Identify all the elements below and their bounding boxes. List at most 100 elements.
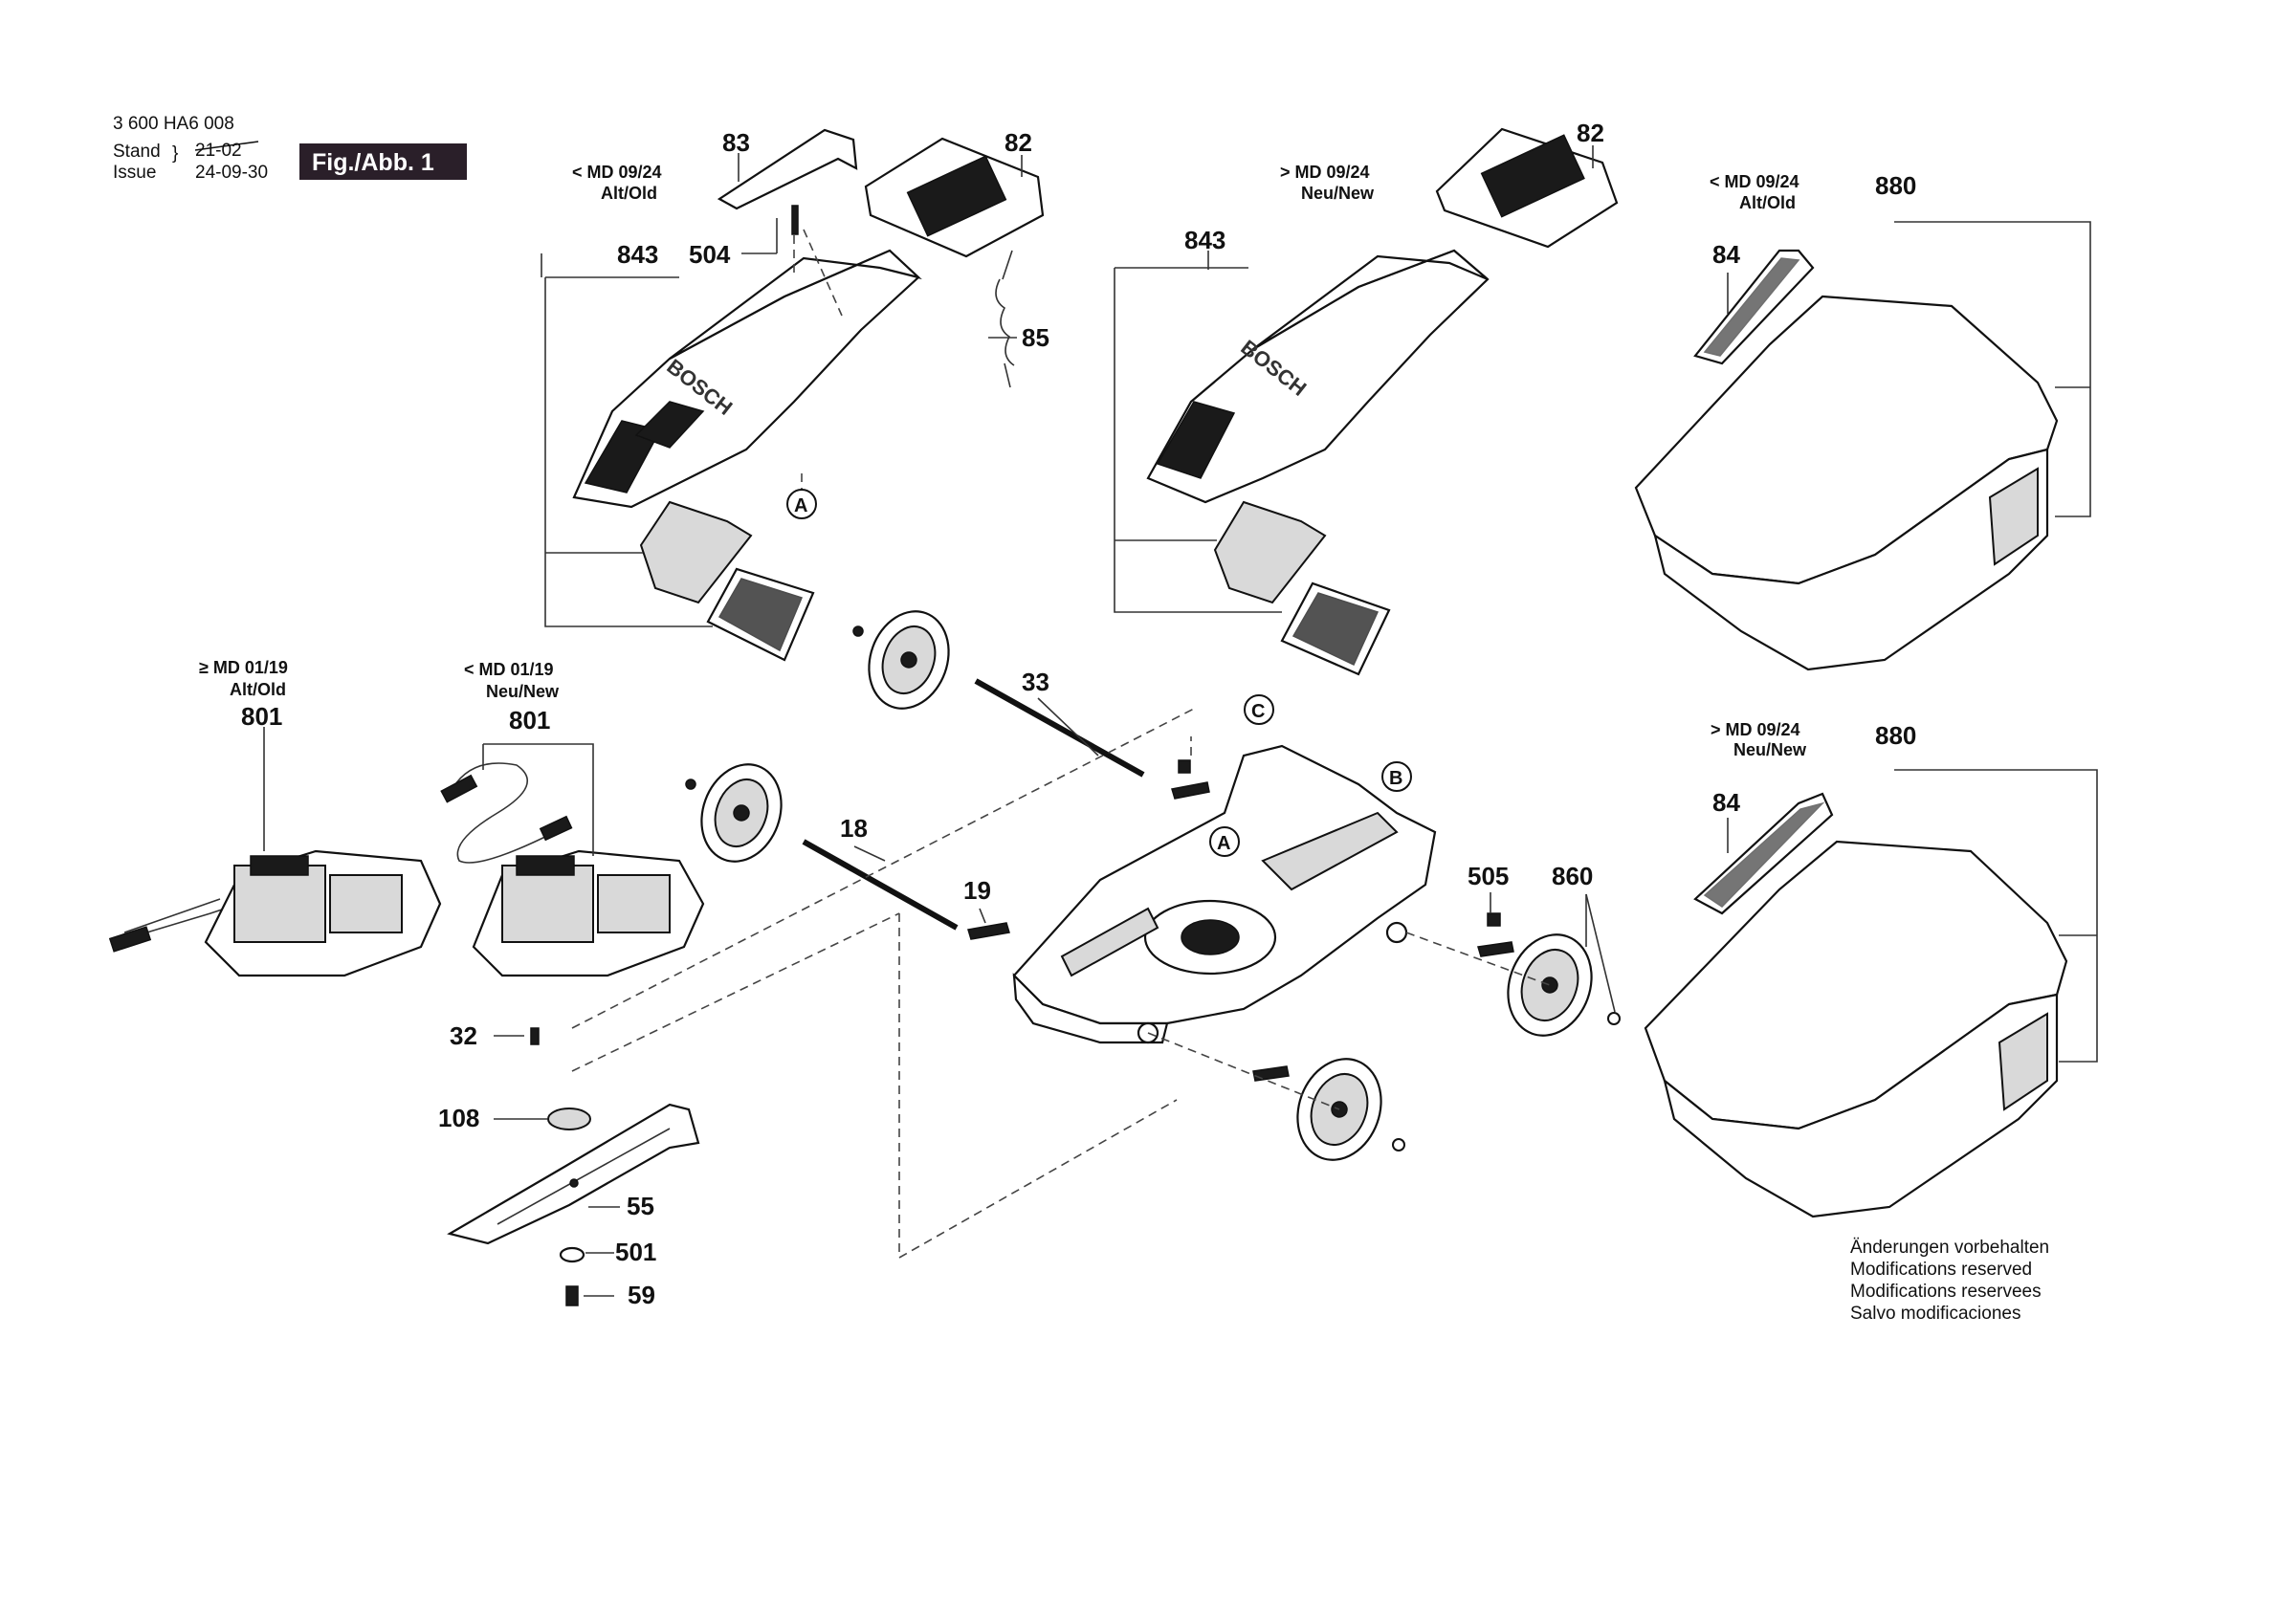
wheel-860-right [1507,933,1593,1037]
variant-md0119-old-1: ≥ MD 01/19 [199,658,288,677]
motor-gear-new-part [597,874,671,933]
axle-parts [530,678,1514,1082]
wheel-nut-1 [852,625,864,637]
notice-fr: Modifications reservees [1850,1282,2042,1302]
variant-notes: < MD 09/24 Alt/Old > MD 09/24 Neu/New < … [199,163,1807,759]
handle-vent-new-part [1156,401,1236,479]
dash-line-5 [803,229,843,317]
issue-label: Issue [113,163,156,183]
motor-plug-old [108,926,152,953]
motor-assembly-new [440,743,705,977]
dash-line-3 [898,913,1178,1260]
switch-keypad-new-part [1480,134,1585,218]
callout-83: 83 [722,128,750,157]
callout-880-new: 880 [1875,721,1916,750]
variant-md0119-new-2: Neu/New [486,682,560,701]
callout-801-new: 801 [509,706,550,735]
callout-860: 860 [1552,862,1593,890]
dash-line-1 [571,707,1197,1029]
wheel-nut-3 [1607,1012,1621,1025]
bumper-ribs-part [718,578,804,652]
chassis-assembly [1012,744,1437,1044]
notice-en: Modifications reserved [1850,1260,2032,1280]
chassis-skirt-part [1012,973,1169,1044]
brace-icon: } [172,143,178,164]
figure-badge [299,143,467,180]
callout-505: 505 [1468,862,1509,890]
callout-84-old: 84 [1712,240,1740,269]
motor-housing-new-part [501,865,594,943]
box-handle-new-grip [1703,801,1825,908]
callout-801-old: 801 [241,702,282,731]
leader-lines [494,145,1729,1297]
motor-housing-old-part [233,865,326,943]
ref-a-top [786,489,817,519]
handle-assembly-new: BOSCH [1114,127,1619,676]
spring-top-part [1171,781,1210,800]
callout-84-new: 84 [1712,788,1740,817]
ref-a-chassis [1209,826,1240,857]
motor-top-old-part [250,855,309,876]
chassis-motor-seat [1181,919,1240,955]
issue-value: 24-09-30 [195,163,268,183]
ref-c [1244,694,1274,725]
stand-label: Stand [113,142,161,162]
blade-55-part [447,1103,700,1245]
variant-old-box-2: Alt/Old [1739,193,1796,212]
variant-new-box-1: > MD 09/24 [1711,720,1800,739]
callout-82-new: 82 [1577,119,1604,147]
callout-19: 19 [963,876,991,905]
callout-82-old: 82 [1004,128,1032,157]
callout-18: 18 [840,814,868,843]
callout-59: 59 [628,1281,655,1309]
callout-numbers: 83 82 82 504 843 843 85 880 880 84 84 80… [241,119,1916,1309]
screw-505-part [1487,912,1501,927]
alignment-lines [571,229,1551,1260]
box-mesh-new [1998,1012,2048,1111]
modifications-notice: Änderungen vorbehalten Modifications res… [1850,1238,2049,1324]
wheel-front-left [700,763,783,863]
callout-108: 108 [438,1104,479,1132]
callout-843-new: 843 [1184,226,1225,254]
ref-b [1381,761,1412,792]
box-handle-old-grip [1703,257,1800,357]
grass-box-new [1644,769,2098,1218]
notice-de: Änderungen vorbehalten [1850,1238,2049,1258]
screw-504-part [791,205,799,235]
callout-501: 501 [615,1238,656,1266]
document-header: 3 600 HA6 008 Stand Issue } 21-02 24-09-… [113,114,467,183]
bolt-59-part [565,1285,579,1306]
blade-hole [569,1178,579,1188]
axle-33-part [974,678,1145,778]
notice-es: Salvo modificaciones [1850,1304,2020,1324]
chassis-axle-hole-2 [1385,921,1408,944]
dash-line-8 [1405,932,1551,986]
handle-bracket-line [544,277,713,627]
box-mesh-old [1988,467,2039,566]
variant-md0119-new-1: < MD 01/19 [464,660,554,679]
motor-plug-new-a [440,774,478,803]
doc-number: 3 600 HA6 008 [113,114,234,134]
motor-assembly-old [108,727,442,977]
handle-vent-part-2 [634,401,705,449]
grip-part [717,128,858,210]
blade-slot-line [497,1128,671,1225]
reference-markers: A A B C [786,473,1412,857]
box-body-old-part [1653,448,2049,671]
motor-new-bracket [482,743,594,856]
variant-md0119-old-2: Alt/Old [230,680,286,699]
callout-32: 32 [450,1021,477,1050]
figure-label: Fig./Abb. 1 [312,149,434,176]
ref-c-label: C [1251,701,1265,722]
washer-108-part [547,1108,591,1130]
grille-part [639,500,753,604]
axle-18-part [802,839,959,931]
handle-assembly-old: BOSCH [544,128,1045,662]
box-old-bracket [1894,221,2091,517]
grass-box-old [1634,221,2091,671]
callout-504: 504 [689,240,731,269]
spring-19-part [967,922,1010,940]
box-body-new-part [1663,993,2059,1218]
handle-new-bracket-line [1114,267,1282,613]
spring-right-part [1477,941,1514,957]
